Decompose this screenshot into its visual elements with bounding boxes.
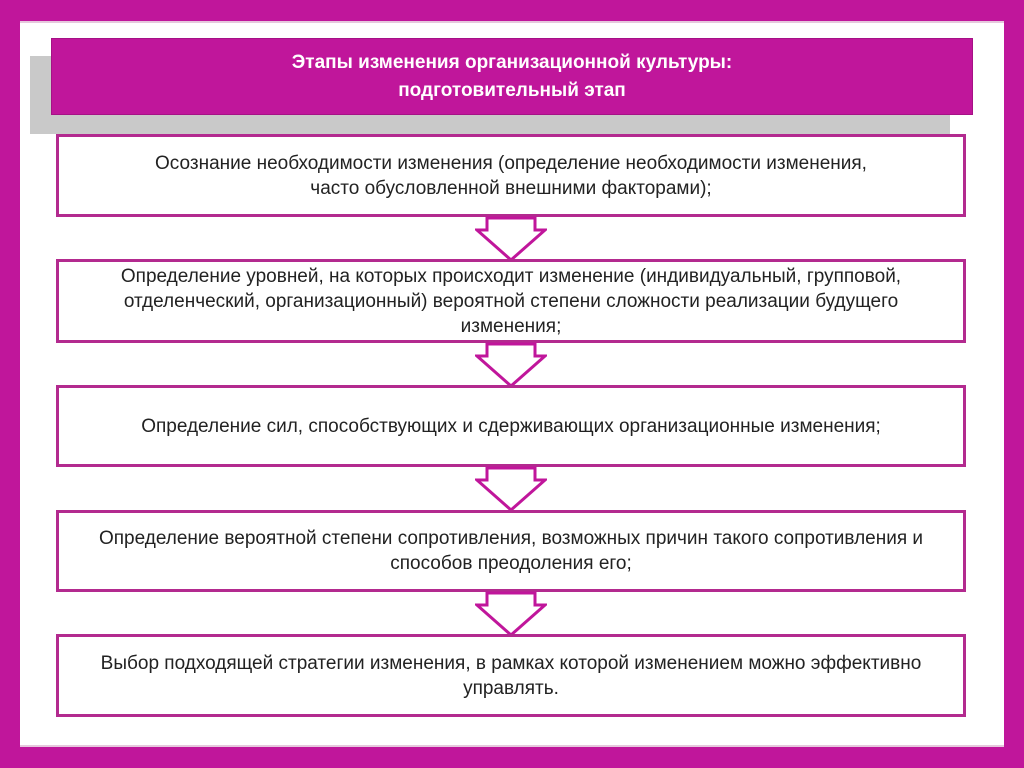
frame-inner-line-bottom: [20, 745, 1004, 747]
step-text-1: Осознание необходимости изменения (опред…: [155, 152, 867, 199]
slide-title-line-2: подготовительный этап: [398, 79, 626, 101]
step-text-4: Определение вероятной степени сопротивле…: [98, 528, 924, 574]
step-box-5: Выбор подходящей стратегии изменения, в …: [56, 634, 966, 717]
frame-top: [0, 0, 1024, 21]
step-box-1: Осознание необходимости изменения (опред…: [56, 134, 966, 217]
slide-title: Этапы изменения организационной культуры…: [51, 38, 973, 115]
step-box-3: Определение сил, способствующих и сдержи…: [56, 385, 966, 467]
frame-left: [0, 0, 20, 768]
step-text-3: Определение сил, способствующих и сдержи…: [141, 415, 881, 437]
down-arrow-icon: [475, 342, 547, 388]
slide-title-line-1: Этапы изменения организационной культуры…: [291, 51, 733, 73]
frame-inner-line-top: [20, 21, 1004, 23]
down-arrow-icon: [475, 591, 547, 637]
step-box-2: Определение уровней, на которых происход…: [56, 259, 966, 343]
step-text-5: Выбор подходящей стратегии изменения, в …: [100, 652, 922, 699]
frame-bottom: [0, 747, 1024, 768]
frame-right: [1004, 0, 1024, 768]
down-arrow-icon: [475, 216, 547, 262]
step-text-2: Определение уровней, на которых происход…: [120, 265, 902, 337]
step-box-4: Определение вероятной степени сопротивле…: [56, 510, 966, 592]
down-arrow-icon: [475, 466, 547, 512]
